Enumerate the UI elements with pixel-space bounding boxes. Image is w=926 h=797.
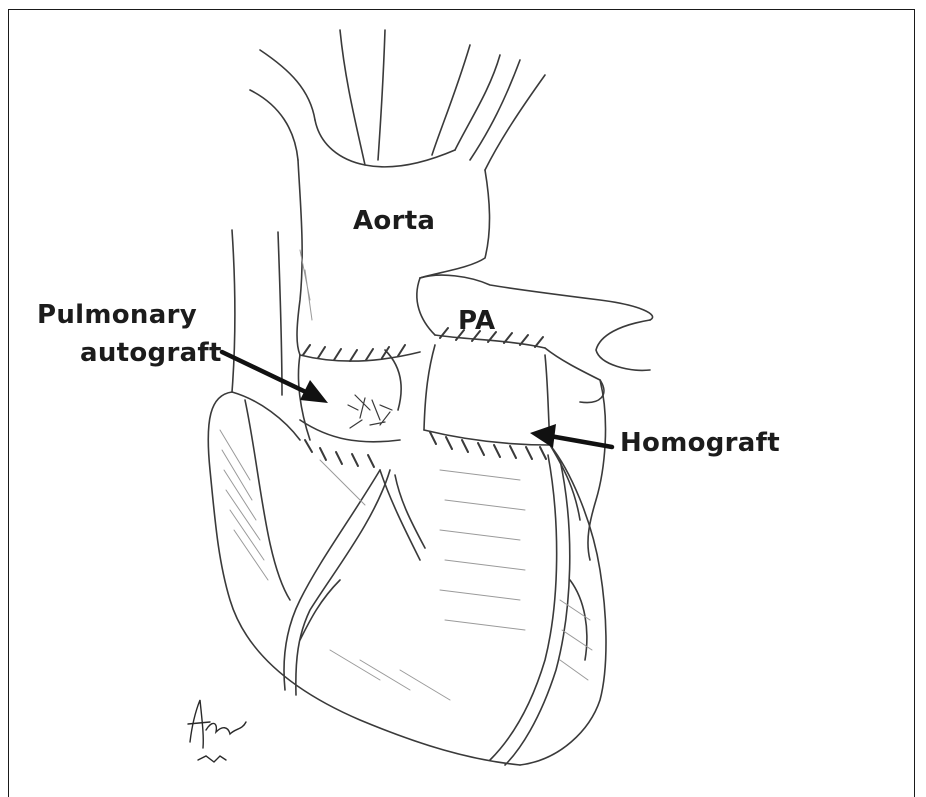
homograft-label: Homograft bbox=[620, 430, 780, 456]
pa-label: PA bbox=[458, 308, 495, 334]
shading bbox=[220, 250, 592, 700]
pulmonary-autograft-arrow bbox=[222, 352, 328, 403]
aortic-branches bbox=[250, 30, 545, 170]
pa-suture-line bbox=[430, 328, 546, 459]
aorta-suture-line bbox=[303, 345, 405, 467]
artist-signature bbox=[188, 700, 246, 762]
coronary-vessels bbox=[284, 455, 587, 765]
aorta-label: Aorta bbox=[353, 208, 435, 234]
pulmonary-autograft-label-line1: Pulmonary bbox=[37, 302, 197, 328]
pulmonary-autograft-label-line2: autograft bbox=[80, 340, 222, 366]
pulmonary-artery-vessel bbox=[417, 275, 653, 445]
aorta-vessel bbox=[297, 120, 490, 440]
